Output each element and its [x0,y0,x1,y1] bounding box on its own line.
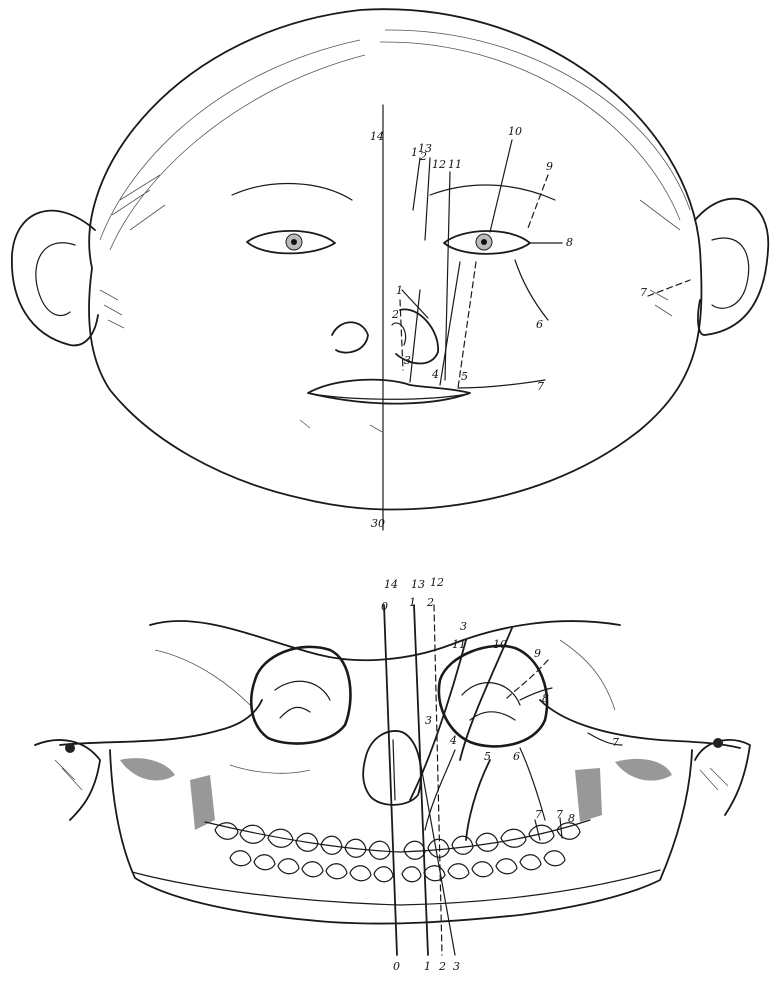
label-11: 11 [452,638,466,651]
label-0-bottom: 0 [393,960,400,973]
label-12: 12 [430,576,444,589]
left-orbit [251,647,350,744]
label-0-top: 0 [381,600,388,613]
label-5: 5 [484,750,491,763]
right-cheek-shadow [615,759,672,781]
line-6 [515,260,548,320]
line-9 [528,175,548,228]
right-orbit [439,646,547,747]
right-eyebrow [430,185,555,200]
lower-teeth [230,851,565,882]
label-10: 10 [493,638,507,651]
right-zygomatic-arch [540,700,740,748]
label-10: 10 [508,125,522,138]
label-4: 4 [431,368,439,381]
label-6: 6 [536,318,543,331]
label-3: 3 [404,354,411,367]
skull-line-1 [414,605,428,955]
label-7b: 7 [537,380,544,393]
right-maxilla-shadow [575,768,602,822]
left-zygomatic-arch [60,700,262,745]
label-9: 9 [546,160,553,173]
skull-line-3 [420,760,455,955]
skull-line-5 [466,760,490,840]
label-7: 7 [640,286,647,299]
label-1-bottom: 1 [424,960,431,973]
label-9: 9 [534,647,541,660]
label-30: 30 [371,517,385,530]
skull-line-2 [434,605,442,955]
label-1-top: 1 [409,596,416,609]
label-3b: 3 [425,714,432,727]
cheek-hatching [100,290,672,432]
line-4 [440,262,460,385]
left-ear-canal [65,743,75,753]
label-12: 12 [432,158,446,171]
hair-strokes [100,30,690,250]
right-ear [695,199,768,335]
nose [332,322,368,352]
mouth [308,380,470,404]
left-eyebrow [232,184,352,200]
infant-skull-drawing: 14 13 12 0 1 2 3 11 10 9 8 7 3 4 5 6 7 7… [35,576,750,973]
label-7b: 7 [535,808,542,821]
right-ear-canal [713,738,723,748]
label-2a: 2 [419,150,427,163]
skull-line-4 [425,750,455,830]
line-7 [648,280,690,296]
label-3a: 3 [460,620,467,633]
left-cheek-shadow [120,758,175,780]
line-12 [425,158,430,240]
label-7: 7 [612,736,619,749]
label-1a: 1 [411,146,418,159]
mandible-outline [110,750,692,924]
label-7c: 7 [556,808,563,821]
label-3-bottom: 3 [453,960,460,973]
label-5: 5 [461,370,468,383]
label-14-top: 14 [370,130,384,143]
label-11: 11 [448,158,462,171]
label-13: 13 [411,578,425,591]
infant-face-drawing: 14 30 13 12 1 2 11 10 9 8 7 7 6 5 4 3 2 … [12,9,768,530]
label-8: 8 [566,236,573,249]
label-2: 2 [391,308,399,321]
label-6: 6 [513,750,520,763]
line-7b [458,380,545,388]
label-1: 1 [396,284,403,297]
left-ear [12,211,98,346]
line-13 [413,158,420,210]
label-8b: 8 [568,812,575,825]
line-1 [402,290,428,318]
label-14: 14 [384,578,398,591]
right-temporal [695,740,750,815]
upper-teeth [215,823,580,860]
label-8: 8 [542,692,549,705]
left-maxilla-shadow [190,775,215,830]
head-outline [89,9,701,509]
label-4: 4 [449,734,457,747]
label-2-top: 2 [426,596,434,609]
label-2-bottom: 2 [438,960,446,973]
